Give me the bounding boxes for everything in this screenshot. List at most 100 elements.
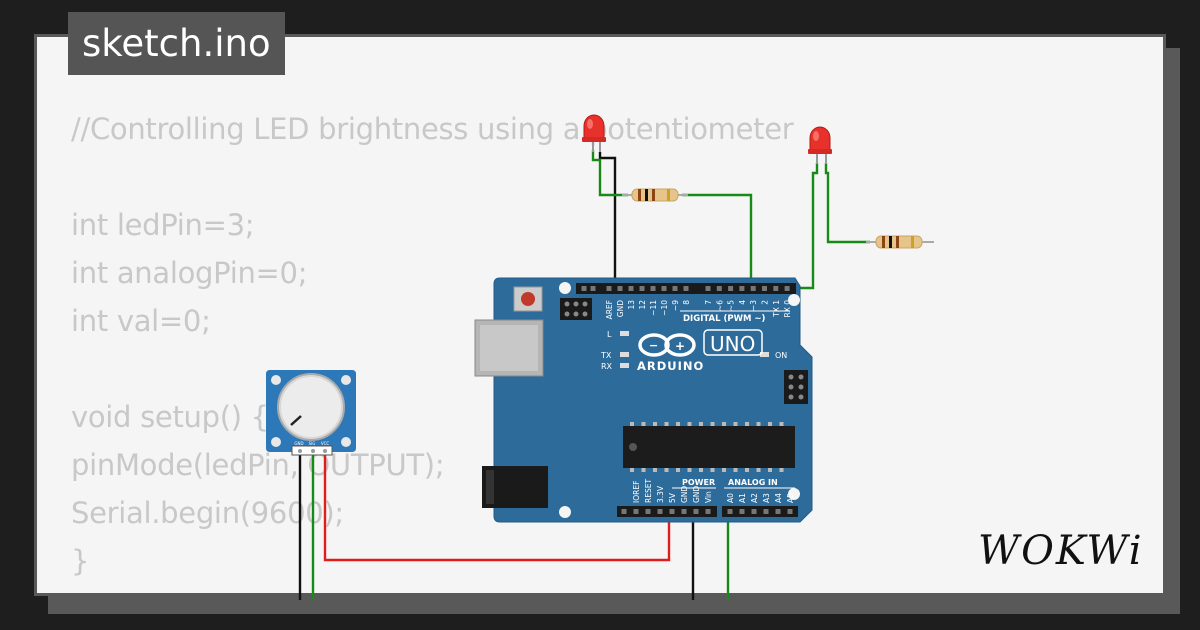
digital-top-pin-label: ~3 — [749, 300, 758, 311]
digital-top-pin-hole[interactable] — [672, 286, 678, 291]
wire-black-led1-gnd[interactable] — [598, 152, 617, 288]
chip-leg — [745, 468, 749, 472]
chip-leg — [733, 422, 738, 426]
analog-pin-label: A4 — [774, 493, 783, 503]
digital-top-pin-hole[interactable] — [639, 286, 645, 291]
chip-leg — [653, 468, 657, 472]
chip-leg — [768, 468, 772, 472]
power-pin-hole[interactable] — [705, 509, 711, 514]
code-line: } — [71, 544, 90, 578]
file-tab[interactable]: sketch.ino — [68, 12, 285, 75]
digital-top-pin-label: ~6 — [715, 300, 724, 311]
led-1[interactable] — [582, 114, 606, 152]
code-line: int val=0; — [71, 304, 211, 338]
power-pin-hole[interactable] — [633, 509, 639, 514]
digital-top-pin-hole[interactable] — [762, 286, 767, 291]
code-editor: //Controlling LED brightness using a pot… — [71, 105, 794, 585]
resistor-1[interactable] — [622, 188, 688, 202]
code-line: int analogPin=0; — [71, 256, 308, 290]
led-2[interactable] — [808, 126, 832, 164]
wire-red-pot-vcc[interactable] — [323, 452, 671, 562]
digital-top-pin-label: ~9 — [671, 300, 680, 311]
digital-top-pin-hole[interactable] — [628, 286, 634, 291]
wire-green-led2-resistor[interactable] — [824, 163, 870, 244]
chip-leg — [699, 468, 703, 472]
potentiometer[interactable]: GND SIG VCC — [266, 370, 356, 456]
chip-leg — [710, 468, 715, 472]
power-pin-hole[interactable] — [621, 509, 627, 514]
chip-leg — [676, 468, 680, 472]
pot-pin-gnd: GND — [294, 441, 303, 446]
digital-top-pin-label: 4 — [738, 300, 747, 305]
digital-top-pin-hole[interactable] — [581, 286, 587, 291]
chip-leg — [756, 468, 761, 472]
analog-pin-label: A5 — [786, 493, 795, 503]
analog-pin-hole[interactable] — [775, 509, 781, 514]
power-pin-hole[interactable] — [645, 509, 651, 514]
power-pin-label: GND — [692, 486, 701, 503]
analog-pin-hole[interactable] — [751, 509, 757, 514]
digital-top-pin-label: RX 0 — [783, 300, 792, 318]
analog-pin-hole[interactable] — [787, 509, 793, 514]
wire-green-led2-pin[interactable] — [790, 163, 819, 290]
digital-top-pin-label: TX 1 — [772, 300, 781, 318]
digital-top-pin-hole[interactable] — [739, 286, 745, 291]
chip-leg — [664, 422, 669, 426]
digital-top-pin-label: GND — [616, 300, 625, 317]
power-pin-hole[interactable] — [669, 509, 675, 514]
analog-pin-header — [722, 506, 798, 517]
analog-pin-label: A3 — [762, 493, 771, 503]
on-label: ON — [775, 351, 787, 360]
digital-top-pin-hole[interactable] — [590, 286, 596, 291]
chip-leg — [699, 422, 703, 426]
code-line: pinMode(ledPin, OUTPUT); — [71, 448, 445, 482]
digital-top-pin-hole[interactable] — [617, 286, 623, 291]
power-pin-label: RESET — [644, 479, 653, 503]
power-pin-header — [617, 506, 717, 517]
power-pin-hole[interactable] — [657, 509, 663, 514]
power-pin-hole[interactable] — [681, 509, 687, 514]
digital-top-pin-hole[interactable] — [705, 286, 711, 291]
digital-top-pin-hole[interactable] — [716, 286, 722, 291]
power-pin-hole[interactable] — [693, 509, 699, 514]
power-pin-label: 5V — [668, 492, 677, 503]
analog-pin-hole[interactable] — [727, 509, 733, 514]
arduino-infinity-logo — [638, 333, 696, 357]
digital-top-pin-label: ~11 — [649, 300, 658, 316]
analog-pin-hole[interactable] — [739, 509, 745, 514]
code-line: //Controlling LED brightness using a pot… — [71, 112, 794, 146]
chip-leg — [641, 468, 646, 472]
chip-leg — [653, 422, 657, 426]
digital-top-pin-hole[interactable] — [661, 286, 667, 291]
analog-pin-label: A1 — [738, 493, 747, 503]
chip-leg — [710, 422, 715, 426]
digital-top-pin-label: 7 — [704, 300, 713, 305]
digital-top-pin-hole[interactable] — [750, 286, 756, 291]
analog-pin-hole[interactable] — [763, 509, 769, 514]
arduino-brand-text: ARDUINO — [637, 359, 704, 373]
digital-top-pin-hole[interactable] — [606, 286, 612, 291]
power-pin-label: Vin — [704, 491, 713, 503]
chip-leg — [779, 422, 784, 426]
power-pin-label: GND — [680, 486, 689, 503]
tx-label: TX — [600, 351, 612, 360]
pot-knob-indicator — [290, 415, 302, 426]
wire-green-resistor-pin3[interactable] — [682, 193, 753, 288]
chip-leg — [745, 422, 749, 426]
digital-top-pin-hole[interactable] — [728, 286, 734, 291]
chip-leg — [687, 468, 692, 472]
digital-top-pin-hole[interactable] — [784, 286, 790, 291]
chip-leg — [641, 422, 646, 426]
digital-top-pin-label: AREF — [605, 300, 614, 319]
resistor-2[interactable] — [866, 235, 934, 249]
digital-top-pin-hole[interactable] — [683, 286, 689, 291]
digital-top-pin-hole[interactable] — [650, 286, 656, 291]
code-line: void setup() { — [71, 400, 269, 434]
chip-leg — [779, 468, 784, 472]
digital-top-pin-hole[interactable] — [773, 286, 779, 291]
chip-leg — [733, 468, 738, 472]
wire-green-led1-resistor[interactable] — [591, 150, 628, 197]
chip-leg — [722, 468, 726, 472]
